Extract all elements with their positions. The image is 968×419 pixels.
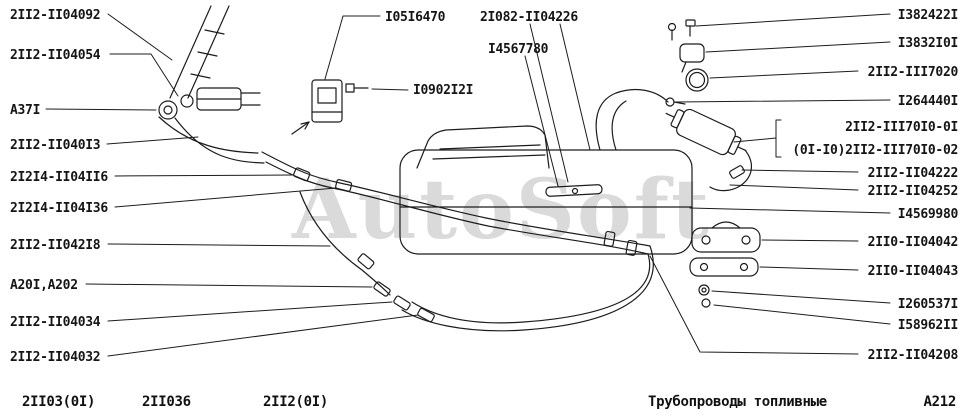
part-number-label[interactable]: I260537I bbox=[897, 297, 959, 312]
fuel-filter bbox=[595, 89, 753, 192]
part-number-label[interactable]: 2II2-II042I8 bbox=[10, 238, 101, 253]
leader-lines bbox=[45, 13, 891, 357]
page-code: A212 bbox=[923, 394, 956, 410]
part-number-label[interactable]: I58962II bbox=[897, 318, 959, 333]
part-number-label[interactable]: 2II2-II04034 bbox=[10, 315, 101, 330]
part-number-label[interactable]: I264440I bbox=[897, 94, 959, 109]
part-number-label[interactable]: 2I2I4-II04I36 bbox=[10, 201, 108, 216]
fuel-tank bbox=[399, 125, 693, 255]
fuel-pipes bbox=[261, 151, 654, 332]
mount-bracket bbox=[689, 221, 761, 308]
part-number-label[interactable]: 2II2-II04092 bbox=[10, 8, 101, 23]
part-number-label[interactable]: I3832I0I bbox=[897, 36, 959, 51]
pump-assembly bbox=[158, 87, 265, 164]
part-number-label[interactable]: 2II0-II04042 bbox=[867, 235, 959, 250]
valve-bracket bbox=[291, 79, 369, 135]
autosoft-watermark: AutoSoft bbox=[292, 162, 711, 258]
part-number-label[interactable]: I0902I2I bbox=[413, 83, 474, 98]
part-number-label[interactable]: 2I2I4-II04II6 bbox=[10, 170, 108, 185]
part-number-label[interactable]: I05I6470 bbox=[385, 10, 446, 25]
part-number-label[interactable]: 2II2-II04054 bbox=[10, 48, 101, 63]
part-number-label[interactable]: I382422I bbox=[897, 8, 959, 23]
part-number-label[interactable]: 2II0-II04043 bbox=[867, 264, 959, 279]
part-number-label[interactable]: 2I082-II04226 bbox=[480, 10, 578, 25]
model-code: 2II036 bbox=[142, 394, 191, 410]
part-number-label[interactable]: A37I bbox=[10, 103, 41, 118]
part-number-label[interactable]: 2II2-II04222 bbox=[867, 166, 959, 181]
part-number-label[interactable]: 2II2-II04208 bbox=[867, 348, 959, 363]
model-code: 2II03(0I) bbox=[22, 394, 96, 410]
part-number-label[interactable]: (0I-I0)2II2-III70I0-02 bbox=[792, 143, 958, 158]
part-number-label[interactable]: 2II2-II040I3 bbox=[10, 138, 101, 153]
part-number-label[interactable]: I4569980 bbox=[897, 207, 959, 222]
filter-clamp-hardware bbox=[665, 19, 709, 107]
part-number-label[interactable]: 2II2-III70I0-0I bbox=[845, 120, 958, 135]
part-number-label[interactable]: 2II2-II04032 bbox=[10, 350, 101, 365]
part-number-label[interactable]: 2II2-III7020 bbox=[867, 65, 959, 80]
strut-lines bbox=[169, 5, 230, 99]
model-code: 2II2(0I) bbox=[263, 394, 329, 410]
diagram-title: Трубопроводы топливные bbox=[648, 394, 827, 410]
part-number-label[interactable]: A20I,A202 bbox=[10, 278, 78, 293]
part-number-label[interactable]: 2II2-II04252 bbox=[867, 184, 959, 199]
part-number-label[interactable]: I4567780 bbox=[488, 42, 549, 57]
